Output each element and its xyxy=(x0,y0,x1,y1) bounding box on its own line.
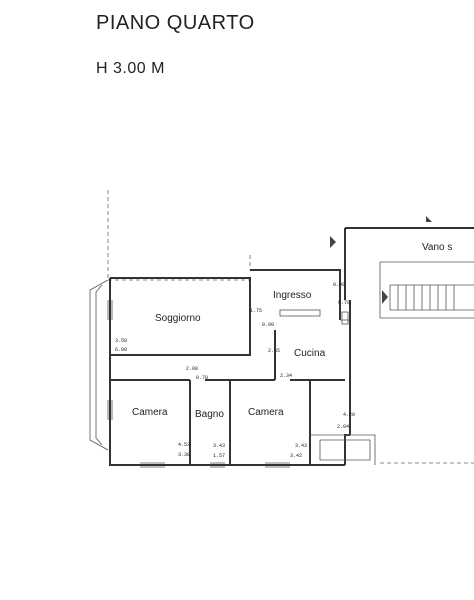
east-wall-lower xyxy=(344,434,350,465)
dimension-label: 0.90 xyxy=(333,282,346,288)
dimension-label: 3.43 xyxy=(213,443,226,449)
dimension-label: 3.42 xyxy=(290,453,303,459)
dimension-label: 0.70 xyxy=(196,375,209,381)
dimension-label: 2.00 xyxy=(186,366,199,372)
dimension-label: 3.38 xyxy=(178,452,191,458)
kitchen-counter xyxy=(279,309,321,317)
window-marks xyxy=(107,300,290,468)
dimension-label: 2.55 xyxy=(268,348,281,354)
balcony-outline xyxy=(95,284,103,446)
balcony-outline xyxy=(319,439,371,461)
balcony-outline xyxy=(89,279,109,451)
room-label-soggiorno: Soggiorno xyxy=(155,313,201,324)
soggiorno-walls xyxy=(109,277,251,356)
floor-height-label: H 3.00 M xyxy=(96,60,165,77)
section-arrow-icon xyxy=(426,216,432,222)
room-label-bagno: Bagno xyxy=(195,409,224,420)
dimension-label: 0.90 xyxy=(262,322,275,328)
vano-scala-label: Vano s xyxy=(422,242,453,253)
dimension-label: 3.50 xyxy=(115,338,128,344)
room-label-cucina: Cucina xyxy=(294,348,326,359)
ingresso-walls xyxy=(250,269,341,320)
kitchen-unit xyxy=(341,311,349,325)
room-label-camera-1: Camera xyxy=(132,407,168,418)
dimension-label: 1.75 xyxy=(250,308,263,314)
dimension-label: 4.20 xyxy=(343,412,356,418)
stair-treads xyxy=(389,284,474,311)
section-arrow-icon xyxy=(330,236,336,248)
south-wall xyxy=(109,355,345,466)
room-label-ingresso: Ingresso xyxy=(273,290,312,301)
dimension-label: 1.57 xyxy=(213,453,226,459)
plan-title: PIANO QUARTO xyxy=(96,12,255,34)
dimension-label: 3.43 xyxy=(295,443,308,449)
dimension-label: 2.34 xyxy=(280,373,293,379)
balcony-outline xyxy=(310,434,376,465)
dimension-label: 0.70 xyxy=(338,300,351,306)
dimension-label: 6.00 xyxy=(115,347,128,353)
room-label-camera-2: Camera xyxy=(248,407,284,418)
stair-arrow-icon xyxy=(382,290,388,304)
dimension-label: 4.53 xyxy=(178,442,191,448)
dimension-label: 2.04 xyxy=(337,424,350,430)
